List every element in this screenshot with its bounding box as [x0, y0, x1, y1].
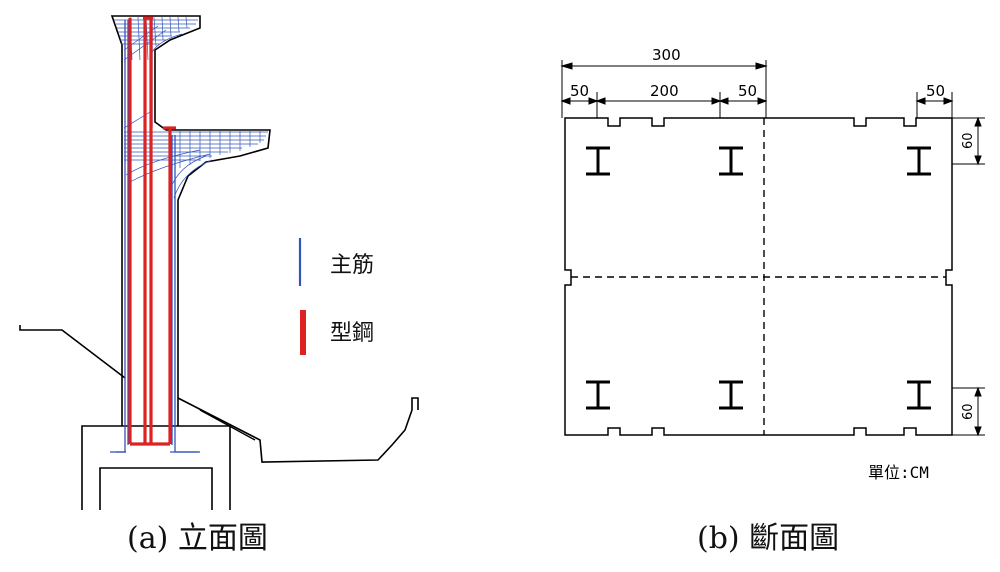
dimension-lines-side	[952, 116, 985, 437]
pier-outline	[110, 15, 271, 426]
i-beam-top-left	[586, 146, 610, 176]
section-caption: (b) 斷面圖	[697, 521, 839, 556]
i-beam-top-mid	[719, 146, 743, 176]
dimension-lines-top	[560, 60, 954, 118]
steel-sections	[128, 16, 176, 446]
elevation-caption: (a) 立面圖	[127, 521, 268, 556]
i-beam-top-right	[907, 146, 931, 176]
dim-side-top-60: 60	[961, 132, 976, 149]
footing	[81, 425, 231, 510]
steel-i-sections	[586, 146, 931, 410]
dim-overall-300: 300	[652, 46, 681, 64]
dim-gap-50: 50	[738, 82, 757, 100]
i-beam-bottom-right	[907, 380, 931, 410]
ground-line-right	[177, 397, 419, 463]
i-beam-bottom-left	[586, 380, 610, 410]
dim-middle-200: 200	[650, 82, 679, 100]
dim-side-bottom-60: 60	[961, 403, 976, 420]
dim-left-50: 50	[570, 82, 589, 100]
footing-inner	[99, 467, 213, 510]
unit-note: 單位:CM	[868, 463, 929, 482]
legend-rebar-label: 主筋	[330, 253, 374, 278]
legend: 主筋 型鋼	[298, 238, 374, 355]
ground-slope	[199, 409, 256, 441]
dim-far-right-50: 50	[926, 82, 945, 100]
legend-steel-label: 型鋼	[330, 321, 374, 346]
upper-cap-rebar	[114, 16, 198, 61]
ground-line-left	[19, 325, 126, 379]
section-drawing: 300 50 200 50 50 60 60 單位:CM (b) 斷面圖	[560, 46, 985, 556]
i-beam-bottom-mid	[719, 380, 743, 410]
elevation-drawing: 主筋 型鋼 (a) 立面圖	[19, 15, 419, 556]
